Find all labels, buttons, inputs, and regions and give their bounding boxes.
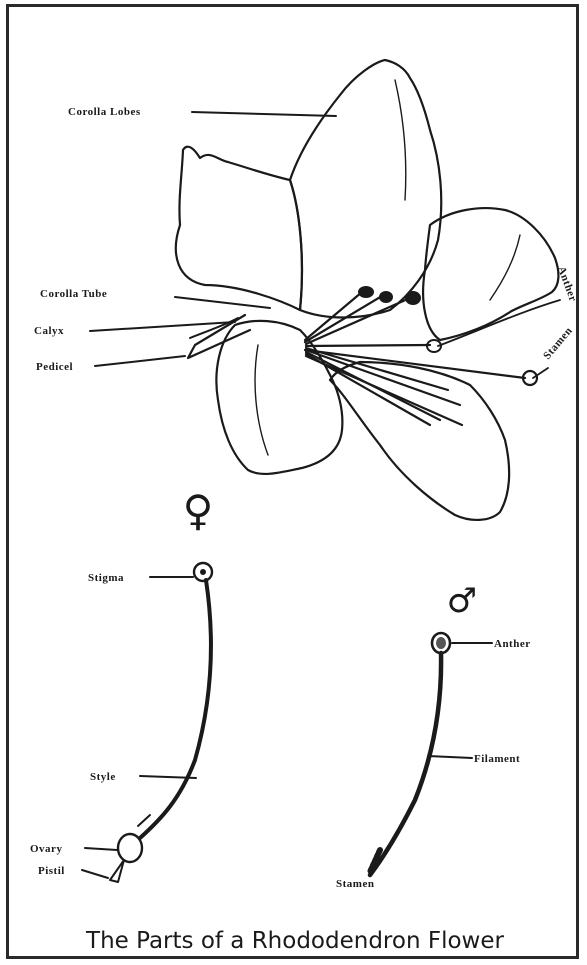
calyx-inner: [190, 318, 238, 338]
corolla-petal-lower-right: [330, 362, 509, 520]
diagram-caption: The Parts of a Rhododendron Flower: [85, 928, 504, 954]
petal-vein-upper: [395, 80, 406, 200]
leader-anther-top: [438, 300, 560, 346]
label-pistil: Pistil: [38, 865, 65, 877]
label-ovary: Ovary: [30, 843, 62, 855]
corolla-petal-upper-left: [176, 147, 302, 310]
leader-ovary: [85, 848, 117, 850]
corolla-petal-lower-left: [216, 321, 342, 474]
female-symbol: ♀: [183, 486, 214, 535]
leader-filament: [428, 756, 472, 758]
label-calyx: Calyx: [34, 325, 64, 337]
pistil-tip: [110, 860, 124, 882]
anther-mark: [358, 286, 374, 298]
label-corolla-lobes: Corolla Lobes: [68, 106, 141, 118]
label-stamen-top: Stamen: [541, 325, 575, 362]
petal-vein-lower-left: [255, 345, 268, 455]
ovary-shape: [118, 834, 142, 862]
label-anther-detail: Anther: [494, 638, 531, 650]
male-symbol: ♂: [447, 581, 477, 621]
calyx-sepal: [188, 315, 250, 358]
stamen-illustration: [370, 633, 450, 875]
label-anther-top: Anther: [555, 265, 579, 304]
leader-corolla-tube: [175, 297, 270, 308]
anther-mark: [379, 291, 393, 303]
flower-leader-lines: [90, 112, 560, 378]
label-stamen-detail: Stamen: [336, 878, 374, 890]
label-pedicel: Pedicel: [36, 361, 73, 373]
style-stalk: [140, 580, 211, 838]
anther-mark: [405, 291, 421, 305]
leader-pistil: [82, 870, 108, 878]
leader-corolla-lobes: [192, 112, 336, 116]
pistil-illustration: [110, 563, 212, 882]
petal-vein-right: [490, 235, 520, 300]
corolla-petal-upper: [290, 60, 441, 318]
corolla-petal-right: [423, 208, 558, 340]
label-stigma: Stigma: [88, 572, 124, 584]
leader-pedicel: [95, 356, 185, 366]
label-corolla-tube: Corolla Tube: [40, 288, 107, 300]
flower-illustration: [176, 60, 559, 520]
pistil-leader-lines: [82, 577, 196, 878]
filament-stalk: [370, 653, 441, 875]
label-style: Style: [90, 771, 116, 783]
label-filament: Filament: [474, 753, 520, 765]
